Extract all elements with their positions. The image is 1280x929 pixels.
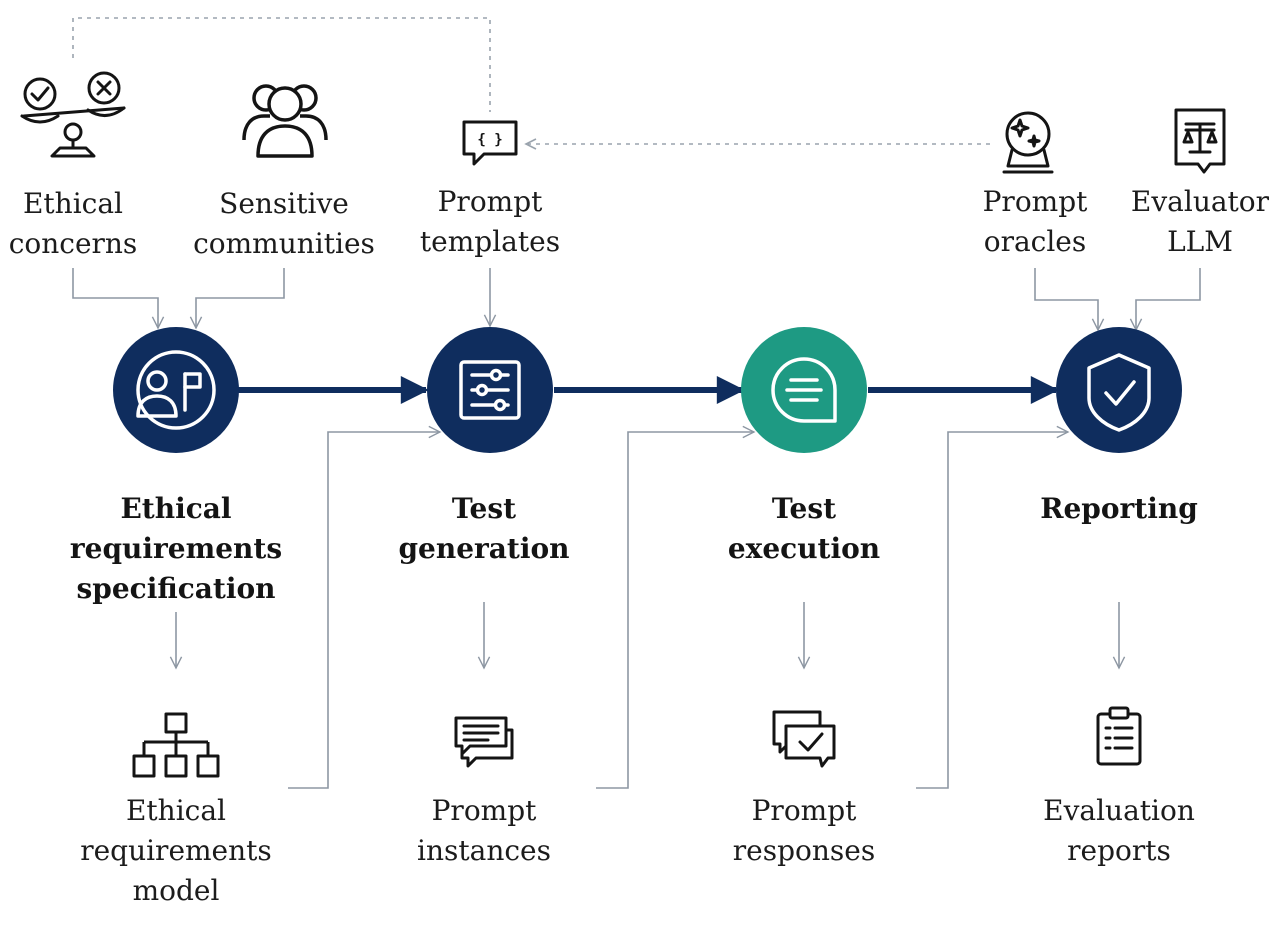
- label-line: execution: [727, 532, 881, 565]
- label-line: requirements: [80, 834, 272, 867]
- feedback-connectors: [72, 17, 990, 145]
- hierarchy-model-icon: [132, 712, 220, 778]
- label-line: Ethical: [125, 794, 226, 827]
- label-line: instances: [417, 834, 551, 867]
- label-line: communities: [193, 227, 375, 260]
- output-connectors: [176, 602, 1119, 668]
- template-braces-glyph: { }: [477, 132, 502, 148]
- chat-check-icon: [772, 710, 836, 768]
- feed-prompt-responses: [916, 432, 1068, 789]
- legal-document-icon: [1174, 108, 1226, 174]
- label-line: Test: [451, 492, 517, 525]
- label-line: Reporting: [1040, 492, 1198, 525]
- stage-reporting: [1056, 327, 1182, 453]
- label-line: templates: [419, 225, 561, 258]
- feed-requirements-model: [288, 432, 440, 789]
- label-line: oracles: [983, 225, 1087, 258]
- label-line: Evaluator: [1130, 185, 1270, 218]
- label-line: responses: [732, 834, 876, 867]
- feed-prompt-instances: [596, 432, 754, 789]
- label-line: Prompt: [431, 794, 537, 827]
- connector-sensitive-communities: [196, 268, 285, 328]
- input-sensitive-communities: Sensitive communities: [164, 184, 404, 264]
- connector-evaluator-llm: [1136, 268, 1201, 330]
- input-ethical-concerns: Ethical concerns: [0, 184, 193, 264]
- people-group-icon: [242, 84, 328, 158]
- label-line: Prompt: [751, 794, 857, 827]
- label-line: Test: [771, 492, 837, 525]
- crystal-ball-icon: [1002, 111, 1054, 174]
- label-line: Ethical: [22, 187, 123, 220]
- chat-bubble-icon: [771, 357, 837, 423]
- message-lines-icon: [454, 716, 514, 768]
- label-line: Ethical: [120, 492, 232, 525]
- stage-ethical-requirements: [113, 327, 239, 453]
- stage-circle-navy: [113, 327, 239, 453]
- shield-check-icon: [1087, 353, 1151, 432]
- output-feed-connectors: [288, 432, 1068, 789]
- input-prompt-oracles: Prompt oracles: [915, 182, 1155, 262]
- stage-title-test-generation: Test generation: [364, 489, 604, 569]
- label-line: Prompt: [982, 185, 1088, 218]
- label-line: generation: [398, 532, 570, 565]
- dotted-link-top: [72, 17, 491, 112]
- label-line: requirements: [69, 532, 283, 565]
- sliders-form-icon: [459, 360, 521, 420]
- label-line: model: [132, 874, 220, 907]
- output-evaluation-reports: Evaluation reports: [999, 791, 1239, 871]
- stage-title-ethical-requirements-specification: Ethical requirements specification: [56, 489, 296, 609]
- prompt-template-icon: { }: [462, 120, 518, 166]
- label-line: Prompt: [437, 185, 543, 218]
- stage-circle-navy: [1056, 327, 1182, 453]
- requirements-people-flag-icon: [136, 350, 216, 430]
- output-ethical-requirements-model: Ethical requirements model: [56, 791, 296, 911]
- label-line: reports: [1067, 834, 1171, 867]
- output-prompt-instances: Prompt instances: [364, 791, 604, 871]
- input-connectors: [72, 268, 1201, 330]
- label-line: LLM: [1167, 225, 1233, 258]
- balance-scale-icon: [20, 71, 126, 158]
- clipboard-list-icon: [1096, 706, 1142, 766]
- stage-title-reporting: Reporting: [999, 489, 1239, 529]
- input-prompt-templates: Prompt templates: [370, 182, 610, 262]
- connector-ethical-concerns: [72, 268, 158, 328]
- stage-test-generation: [427, 327, 553, 453]
- stage-title-test-execution: Test execution: [684, 489, 924, 569]
- stage-test-execution: [741, 327, 867, 453]
- label-line: specification: [76, 572, 276, 605]
- connector-prompt-oracles: [1034, 268, 1098, 330]
- output-prompt-responses: Prompt responses: [684, 791, 924, 871]
- dotted-link-arrowhead: [524, 138, 537, 150]
- label-line: Sensitive: [219, 187, 349, 220]
- label-line: concerns: [8, 227, 138, 260]
- input-evaluator-llm: Evaluator LLM: [1080, 182, 1280, 262]
- label-line: Evaluation: [1043, 794, 1195, 827]
